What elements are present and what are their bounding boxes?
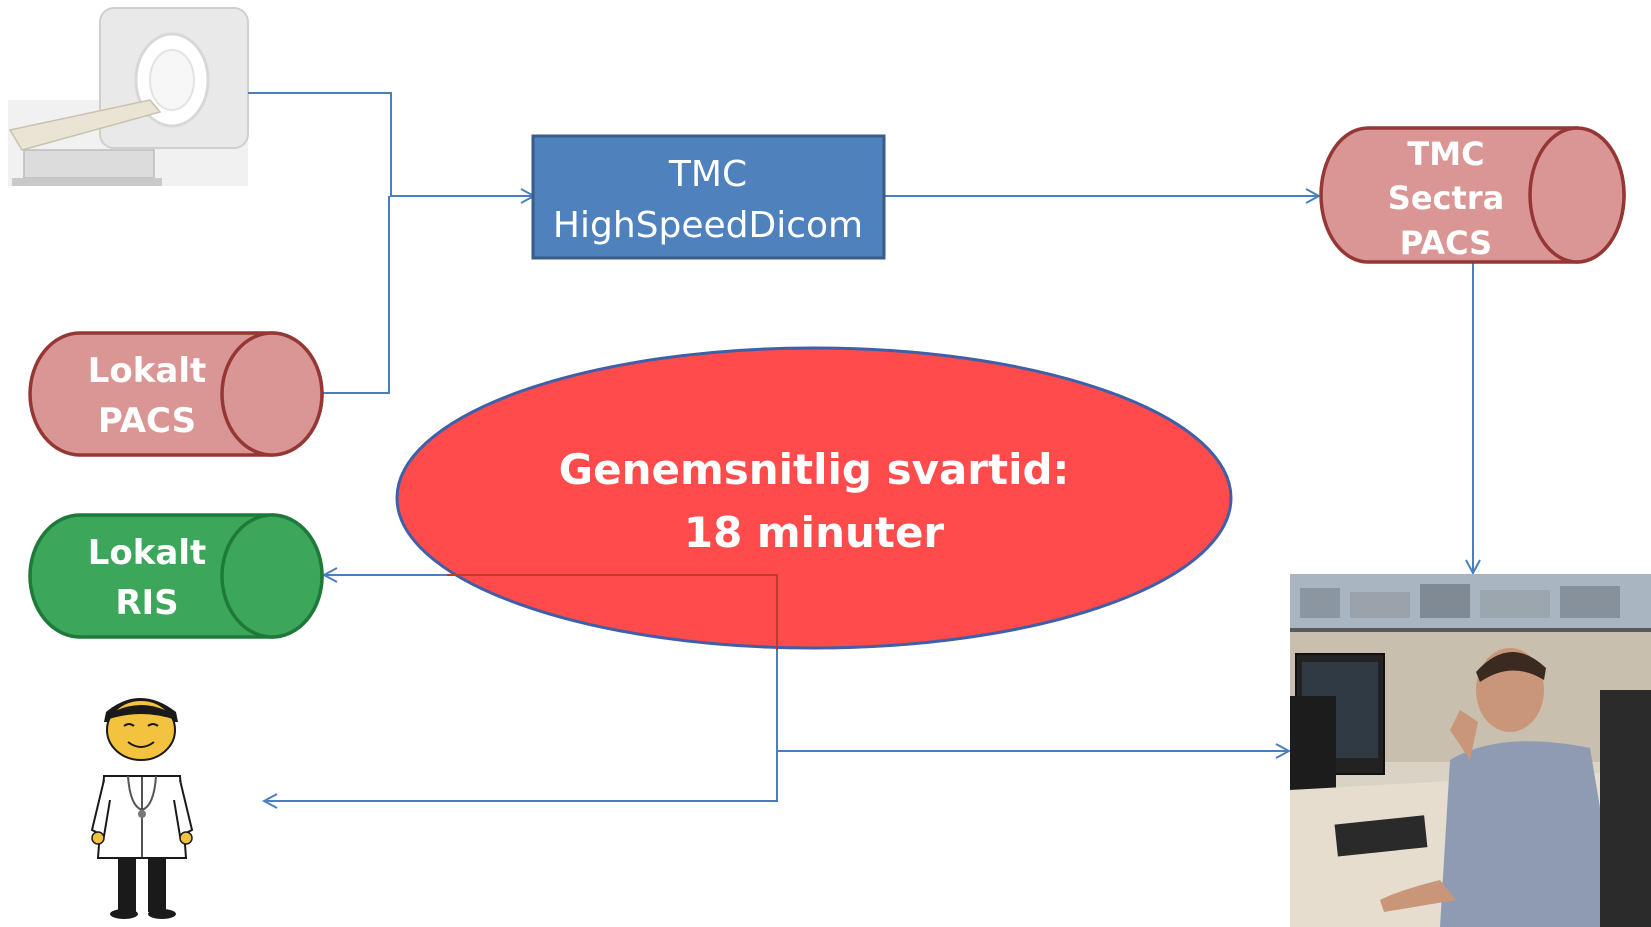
ct-to-dicom-connector — [248, 92, 533, 196]
local-pacs-line1: Lokalt — [88, 351, 207, 391]
sectra-pacs-line1: TMC — [1407, 135, 1484, 173]
connectors — [248, 92, 1473, 801]
callout-line2: 18 minuter — [684, 508, 945, 557]
local-pacs-node: Lokalt PACS — [28, 331, 324, 457]
local-ris-node: Lokalt RIS — [28, 513, 324, 639]
radiologist-photo — [1290, 574, 1651, 927]
red-report-connector — [447, 574, 778, 650]
sectra-pacs-line2: Sectra — [1388, 179, 1504, 217]
ct-scanner-icon — [8, 7, 249, 186]
sectra-pacs-line3: PACS — [1400, 224, 1492, 262]
highspeed-dicom-node: TMC HighSpeedDicom — [531, 134, 886, 260]
doctor-icon — [90, 698, 194, 919]
local-ris-line1: Lokalt — [88, 533, 207, 573]
response-time-callout: Genemsnitlig svartid: 18 minuter — [395, 346, 1233, 650]
highspeed-dicom-line1: TMC — [668, 154, 747, 195]
local-pacs-line2: PACS — [98, 401, 196, 441]
callout-line1: Genemsnitlig svartid: — [559, 445, 1070, 494]
local-ris-line2: RIS — [115, 583, 178, 623]
report-to-doctor-connector — [265, 575, 778, 801]
local-pacs-to-dicom-connector — [322, 196, 390, 394]
tmc-sectra-pacs-node: TMC Sectra PACS — [1319, 126, 1626, 264]
highspeed-dicom-line2: HighSpeedDicom — [553, 205, 863, 246]
